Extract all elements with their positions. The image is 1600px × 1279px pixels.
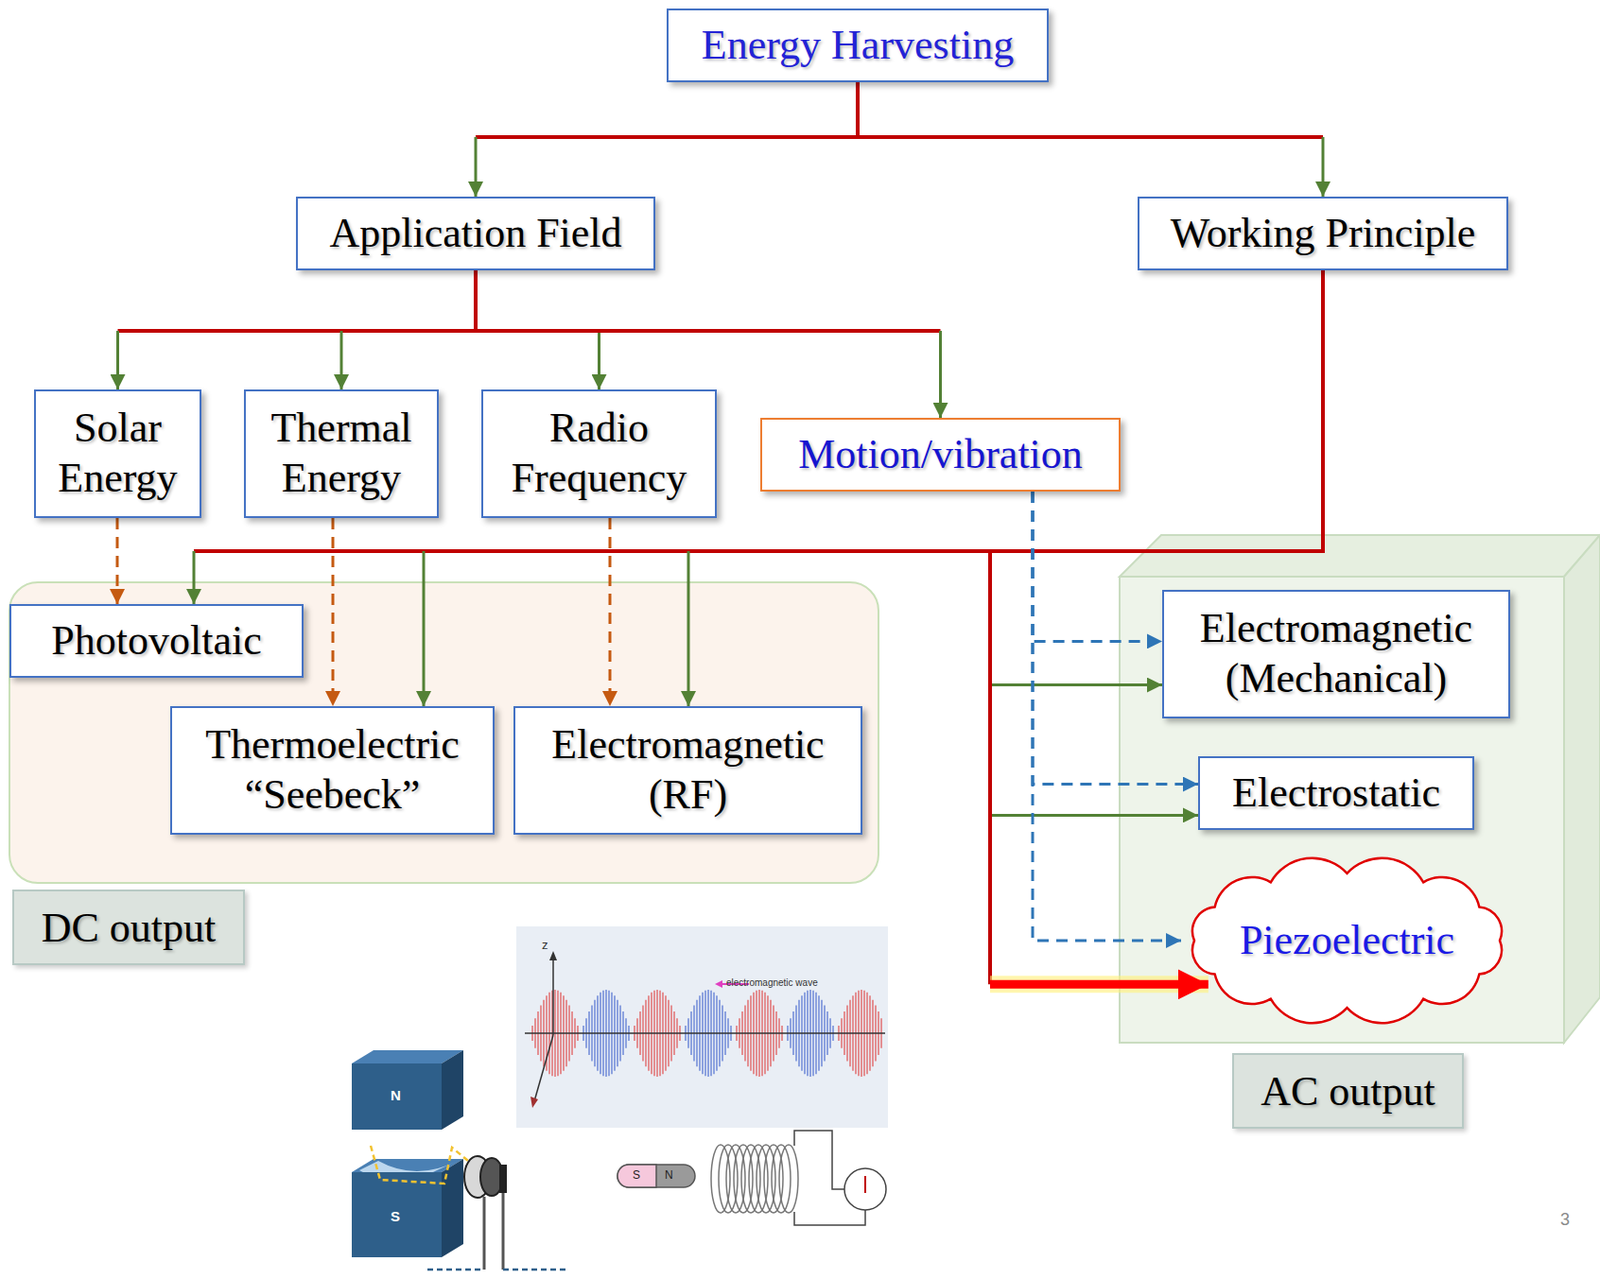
output-label: DC output (12, 889, 245, 966)
connector (990, 270, 1323, 816)
principle-box: Thermoelectric “Seebeck” (170, 706, 495, 835)
output-label: AC output (1232, 1053, 1464, 1130)
node-text: Energy Harvesting (701, 20, 1014, 71)
source-box: Motion/vibration (760, 417, 1121, 492)
coil-winding (748, 1145, 768, 1214)
output-region: DC outputPhotovoltaicThermoelectric “See… (8, 581, 880, 885)
y-axis (534, 1035, 554, 1102)
principle-box: Electromagnetic (Mechanical) (1162, 590, 1511, 719)
connector (609, 518, 611, 707)
node-text: Piezoelectric (1239, 916, 1455, 967)
root-box: Energy Harvesting (666, 8, 1049, 83)
source-box: Radio Frequency (481, 389, 717, 519)
coil-figure (617, 1130, 887, 1226)
coil-winding (764, 1145, 783, 1214)
node-text: Thermal Energy (257, 403, 426, 505)
connector (1032, 491, 1163, 642)
node-text: Thermoelectric “Seebeck” (183, 720, 482, 821)
connector (341, 270, 476, 390)
coil-winding (726, 1145, 746, 1214)
principle-box: Photovoltaic (9, 604, 304, 679)
connector (857, 82, 1323, 197)
coil-winding (741, 1145, 761, 1214)
source-box: Solar Energy (34, 389, 202, 519)
connector (332, 518, 334, 707)
axis-label: z (541, 938, 549, 953)
pole-label: S (632, 1168, 641, 1183)
z-axis (552, 956, 555, 1036)
source-box: Thermal Energy (243, 389, 439, 519)
node-text: Application Field (329, 208, 622, 260)
wave-chart (516, 926, 888, 1129)
principle-box: Electrostatic (1198, 756, 1475, 831)
connector (475, 82, 858, 197)
pole-label: N (664, 1168, 674, 1183)
node-text: Motion/vibration (798, 430, 1083, 481)
coil-winding (771, 1145, 791, 1214)
node-text: Radio Frequency (494, 403, 704, 505)
category-box: Application Field (295, 196, 656, 271)
pole-label: N (390, 1087, 401, 1104)
axis-head (549, 951, 557, 961)
output-region: AC outputElectromagnetic (Mechanical)Ele… (1119, 535, 1600, 1044)
coil-winding (756, 1145, 776, 1214)
cloud-node: Piezoelectric (1173, 856, 1521, 1026)
coil-winding (733, 1145, 753, 1214)
node-text: Working Principle (1170, 208, 1477, 260)
x-axis (524, 1032, 886, 1035)
node-text: Electrostatic (1232, 768, 1441, 819)
page-number: 3 (1560, 1210, 1570, 1231)
node-text: Electromagnetic (RF) (526, 720, 850, 821)
node-text: Photovoltaic (51, 616, 261, 667)
node-text: Solar Energy (47, 403, 189, 505)
axis-head (530, 1096, 539, 1109)
node-text: Electromagnetic (Mechanical) (1175, 604, 1497, 705)
connector (118, 270, 477, 390)
coil-winding (779, 1145, 799, 1214)
pole-label: S (390, 1208, 400, 1225)
coil-winding (711, 1145, 731, 1214)
connector (193, 270, 1323, 605)
wave-label: electromagnetic wave (726, 977, 818, 989)
connector (1032, 491, 1182, 941)
generator-figure (351, 1050, 570, 1270)
coil-winding (718, 1145, 738, 1214)
connector (117, 518, 119, 605)
wave-pointer-head (714, 980, 723, 989)
principle-box: Electromagnetic (RF) (513, 706, 863, 835)
category-box: Working Principle (1137, 196, 1509, 271)
